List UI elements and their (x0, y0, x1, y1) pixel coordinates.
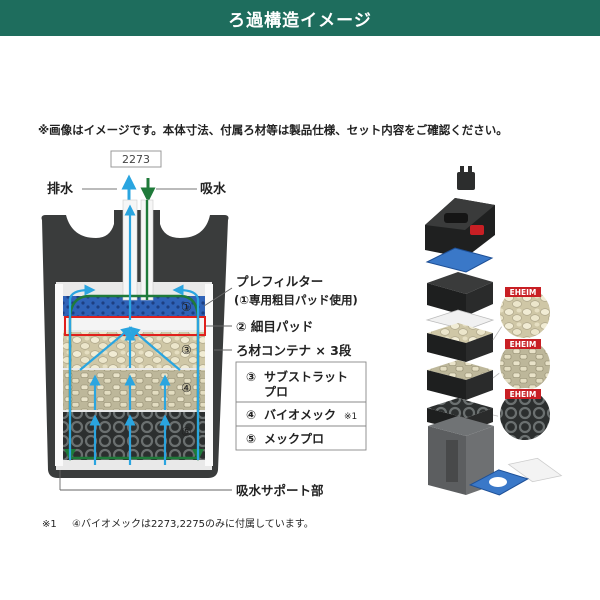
support-label: 吸水サポート部 (236, 483, 324, 498)
media-3-num: ③ (246, 370, 256, 384)
tube-clip (457, 166, 475, 190)
media-3-line2: プロ (264, 384, 288, 399)
callout-biomech: EHEIM (492, 338, 552, 392)
layer-number-badges: ① ③ ④ ⑤ (181, 300, 192, 439)
prefilter-tray (427, 272, 493, 316)
side-channel-left (55, 284, 63, 466)
media-4-line1: バイオメック (264, 408, 336, 422)
container-title: ろ材コンテナ × 3段 (236, 343, 352, 358)
fine-pad-label: ② 細目パッド (236, 319, 313, 334)
prefilter-title: プレフィルター (236, 274, 323, 289)
svg-text:EHEIM: EHEIM (510, 390, 537, 399)
callout-mechpro: EHEIM (492, 388, 552, 442)
outlet-label: 排水 (47, 181, 74, 197)
footnote-mark: ※1 (42, 519, 57, 530)
inlet-label: 吸水 (200, 181, 227, 197)
callout-logo-bg-1 (505, 287, 541, 297)
spare-pads (468, 457, 563, 496)
media-table: ③ サブストラット プロ ④ バイオメック ※1 ⑤ メックプロ (235, 361, 367, 451)
header-banner: ろ過構造イメージ (0, 0, 600, 36)
media-4-note: ※1 (344, 412, 357, 422)
footnote: ※1 ④バイオメックは2273,2275のみに付属しています。 (42, 515, 314, 530)
fine-pad-layer (58, 318, 210, 330)
footnote-text: ④バイオメックは2273,2275のみに付属しています。 (72, 519, 314, 530)
coarse-pad-layer (58, 296, 210, 316)
disclaimer-note: ※画像はイメージです。本体寸法、付属ろ材等は製品仕様、セット内容をご確認ください… (38, 123, 508, 137)
coarse-pad-product (425, 247, 494, 273)
badge-1: ① (181, 300, 192, 314)
media-5-num: ⑤ (246, 432, 256, 446)
leader-lines (59, 287, 233, 491)
svg-text:EHEIM: EHEIM (510, 288, 537, 297)
product-exploded-view: EHEIM EHEIM EHEIM (425, 166, 563, 496)
svg-text:2273: 2273 (122, 153, 150, 166)
svg-text:EHEIM: EHEIM (510, 340, 537, 349)
prefilter-subtitle: (①専用粗目パッド使用) (234, 293, 358, 307)
substrat-container (427, 323, 493, 362)
filter-head (425, 198, 495, 258)
badge-5: ⑤ (181, 425, 192, 439)
outflow-path-blue (68, 204, 200, 465)
media-3-line1: サブストラット (264, 369, 348, 384)
biomech-container (427, 360, 493, 400)
badge-3: ③ (181, 343, 192, 357)
callout-substrat: EHEIM (492, 286, 552, 341)
media-4-num: ④ (246, 408, 256, 422)
badge-4: ④ (181, 381, 192, 395)
header-title: ろ過構造イメージ (228, 10, 372, 31)
media-5-line1: メックプロ (264, 431, 324, 446)
model-number-box: 2273 (110, 150, 162, 168)
side-channel-right (205, 284, 213, 466)
canister-body-product (428, 416, 494, 495)
